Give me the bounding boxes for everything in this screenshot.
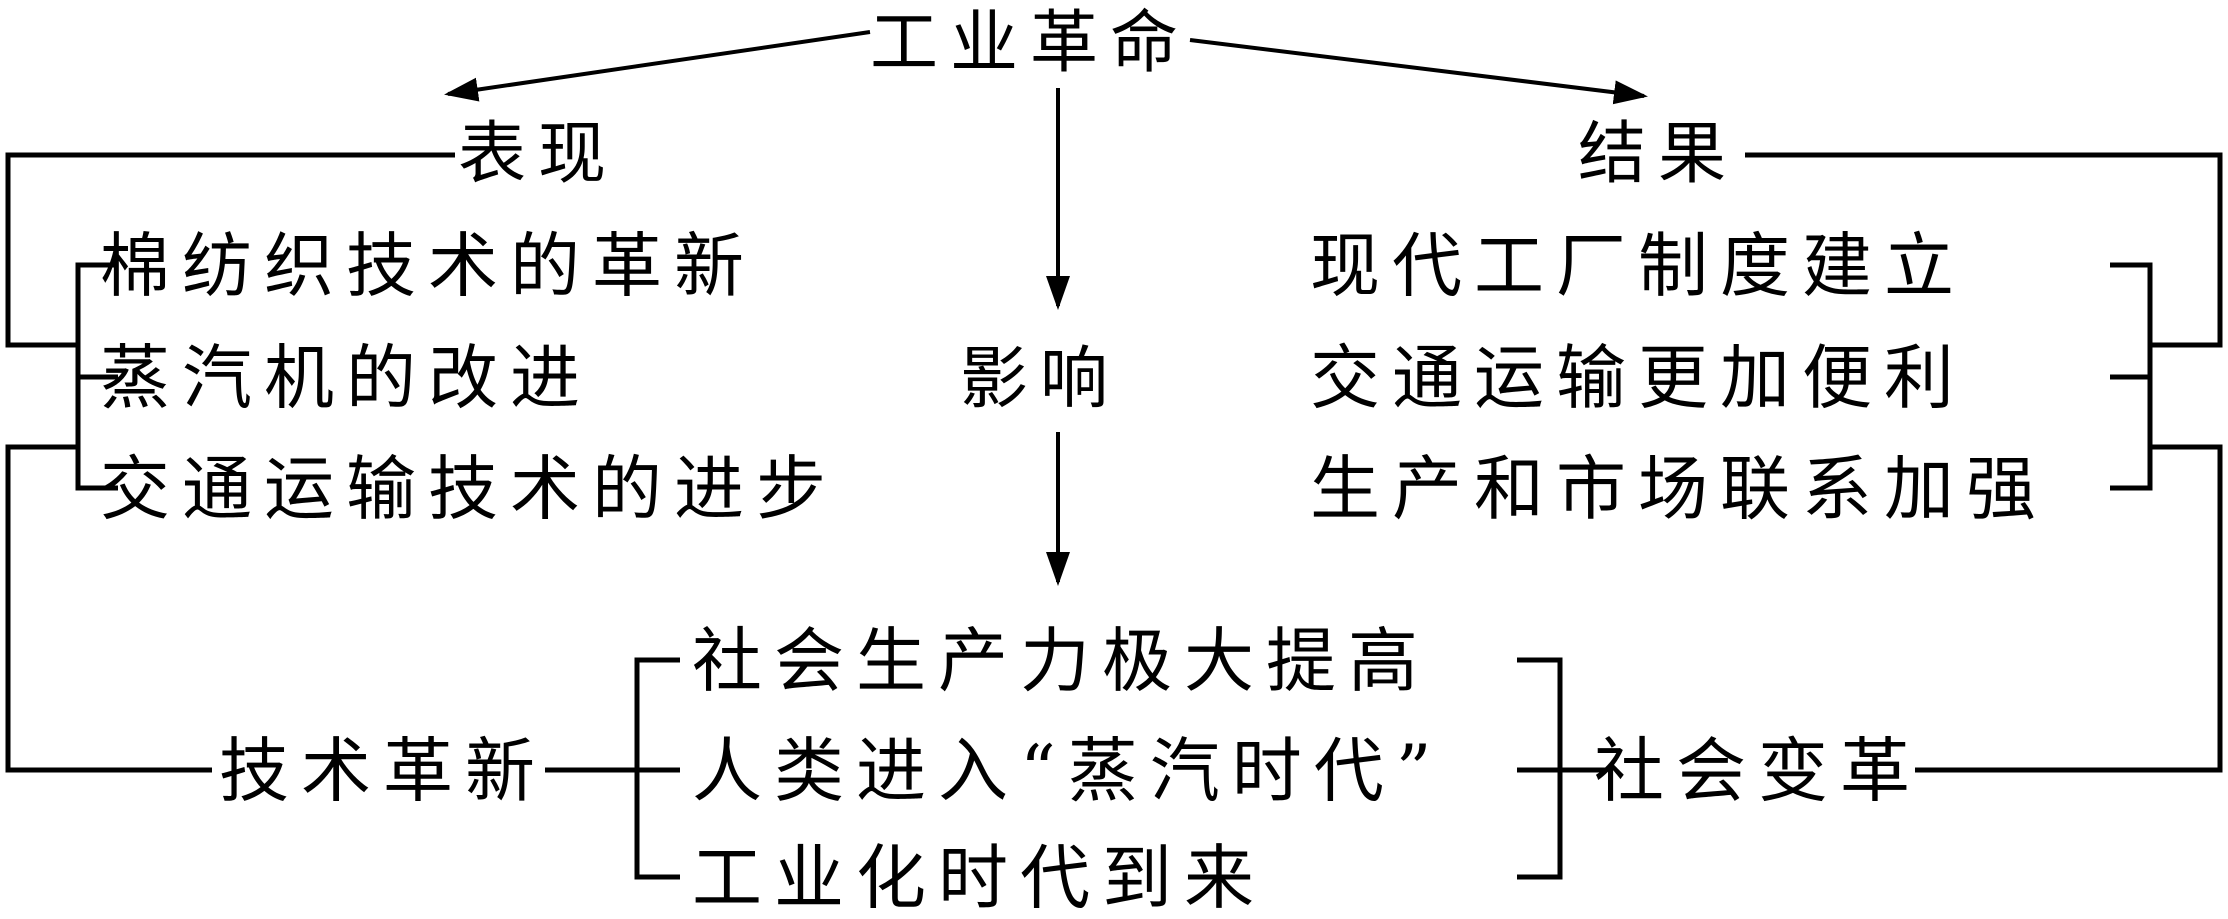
right-item-production-market: 生产和市场联系加强 xyxy=(1310,448,2048,530)
label-impact: 影响 xyxy=(960,340,1120,419)
diagram-title: 工业革命 xyxy=(870,4,1190,83)
label-tech-innovation: 技术革新 xyxy=(219,730,547,812)
connector-manifestations-to-left-bracket xyxy=(5,152,455,348)
connector-results-to-right-bracket xyxy=(1745,152,2223,348)
arrow-title-to-manifestations xyxy=(444,30,871,102)
bottom-item-productivity: 社会生产力极大提高 xyxy=(692,620,1430,702)
right-item-transport-convenient: 交通运输更加便利 xyxy=(1310,337,1966,419)
left-item-transport-tech: 交通运输技术的进步 xyxy=(100,448,838,530)
label-social-change: 社会变革 xyxy=(1594,730,1922,812)
label-manifestations: 表现 xyxy=(458,115,618,194)
connector-left-bracket-to-tech-innovation xyxy=(5,444,212,773)
bottom-item-industrial-age: 工业化时代到来 xyxy=(692,837,1266,919)
connector-right-bracket-to-social-change xyxy=(1915,444,2223,773)
left-item-steam-engine: 蒸汽机的改进 xyxy=(100,337,592,419)
label-results: 结果 xyxy=(1578,115,1738,194)
arrow-title-to-results xyxy=(1189,38,1648,105)
right-item-factory-system: 现代工厂制度建立 xyxy=(1310,225,1966,307)
bottom-item-steam-age: 人类进入“蒸汽时代” xyxy=(692,730,1444,812)
left-item-cotton-textile: 棉纺织技术的革新 xyxy=(100,225,756,307)
